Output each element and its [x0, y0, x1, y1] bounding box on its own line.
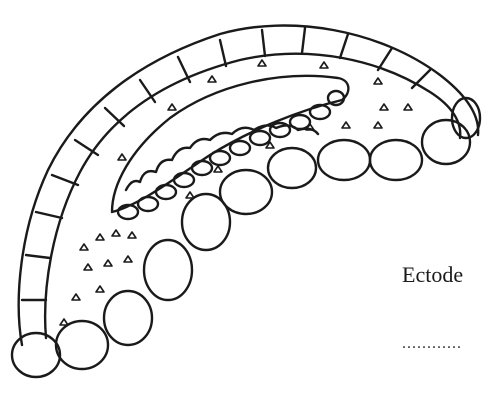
gut-lining-upper: [126, 125, 318, 190]
gut-cavity-outline: [112, 76, 348, 212]
ectoderm-inner-boundary: [45, 54, 460, 338]
label-blank-line: ............: [402, 335, 462, 353]
label-ectoderm: Ectode: [402, 262, 463, 288]
scattered-cells: [60, 60, 412, 325]
outer-ectoderm-outline: [19, 26, 478, 345]
